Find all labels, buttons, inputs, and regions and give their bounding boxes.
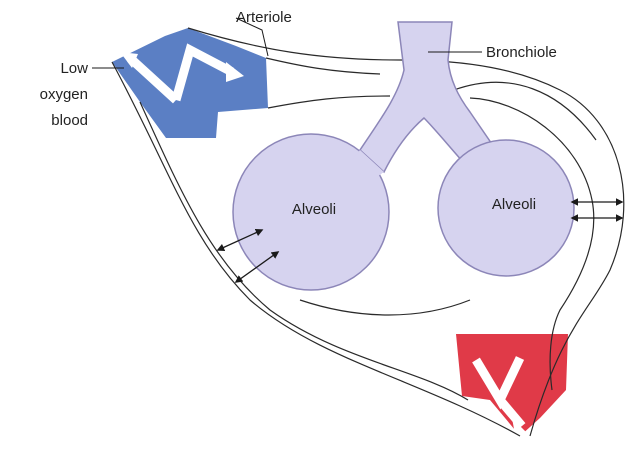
alveoli-label-left: Alveoli [292,201,336,218]
alveoli-label-right: Alveoli [492,196,536,213]
arteriole-label: Arteriole [236,9,292,26]
bronchiole-label: Bronchiole [486,44,557,61]
low-oxygen-region [112,28,268,138]
low-oxygen-blood-label-1: Low [60,60,88,77]
low-oxygen-blood-label-3: blood [51,112,88,129]
low-oxygen-blood-label-2: oxygen [40,86,88,103]
